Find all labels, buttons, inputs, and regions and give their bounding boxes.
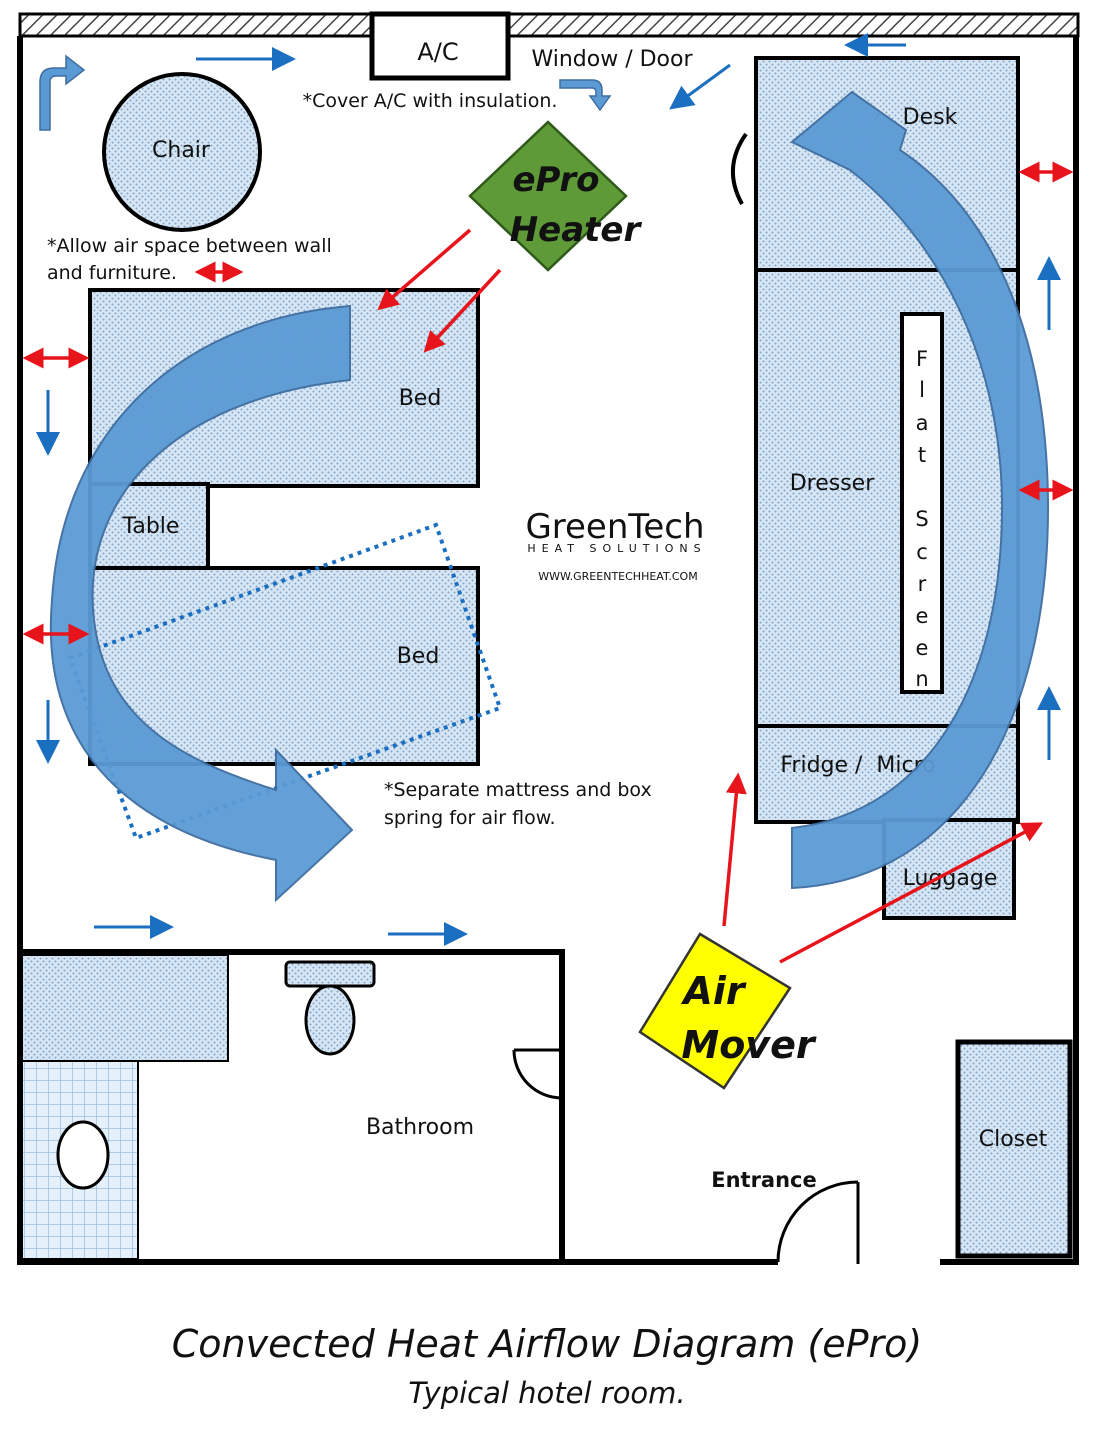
bathroom-label: Bathroom	[366, 1115, 474, 1140]
flat-screen-letter: c	[916, 540, 928, 564]
room-outer-walls	[17, 36, 1079, 1265]
bed-top-label: Bed	[399, 386, 442, 411]
flat-screen-letter: n	[915, 667, 928, 691]
flat-screen-letter: l	[919, 378, 925, 402]
ac-label: A/C	[417, 38, 458, 66]
luggage-label: Luggage	[903, 866, 998, 891]
flat-screen-letter: r	[918, 572, 927, 596]
allow-air-note-line1: *Allow air space between wall	[47, 235, 332, 257]
ac-unit	[369, 11, 511, 81]
heater-label-line2: Heater	[510, 210, 643, 250]
flat-screen-letter: e	[916, 636, 929, 660]
bath-counter	[21, 954, 229, 1062]
separate-mattress-note-line1: *Separate mattress and box	[384, 779, 652, 801]
heater-label-line1: ePro	[512, 160, 599, 200]
flat-screen-letter: e	[916, 604, 929, 628]
bathroom-door-swing	[512, 1048, 563, 1100]
chair-label: Chair	[152, 138, 211, 163]
red-arrow	[423, 268, 502, 353]
window-door-label: Window / Door	[531, 47, 693, 72]
big-airflow-arrow-right	[790, 90, 1050, 890]
flat-screen-letter: S	[915, 507, 928, 531]
window-arc	[730, 132, 748, 205]
closet-label: Closet	[979, 1127, 1048, 1152]
flat-screen-letter: F	[916, 347, 928, 371]
flat-screen-label: F l a t S c r e e n	[915, 347, 928, 691]
flat-screen-letter: a	[916, 411, 929, 435]
sink-basin	[56, 1120, 110, 1190]
bathroom-walls	[20, 949, 565, 1262]
dresser-label: Dresser	[790, 471, 875, 496]
desk-label: Desk	[903, 105, 958, 130]
flat-screen	[900, 312, 944, 694]
air-mover-label-line1: Air	[680, 969, 746, 1013]
bent-blue-arrow-topleft	[39, 54, 86, 131]
greentech-logo: GreenTech HEAT SOLUTIONS WWW.GREENTECHHE…	[525, 507, 706, 583]
bent-blue-arrow-ac	[559, 79, 612, 112]
bed-bottom-label: Bed	[397, 644, 440, 669]
entrance-label: Entrance	[711, 1168, 817, 1192]
floor-plan-diagram: A/C Window / Door *Cover A/C with insula…	[17, 11, 1080, 1265]
logo-url: WWW.GREENTECHHEAT.COM	[538, 570, 697, 583]
entrance-door-swing	[776, 1180, 860, 1264]
cover-ac-note: *Cover A/C with insulation.	[303, 90, 558, 112]
closet	[955, 1039, 1073, 1259]
caption-subtitle: Typical hotel room.	[408, 1376, 686, 1410]
table-label: Table	[122, 514, 180, 539]
toilet-bowl	[304, 984, 356, 1056]
logo-name: GreenTech	[525, 507, 704, 547]
air-mover	[638, 932, 792, 1090]
blue-flow-arrows	[36, 33, 1061, 946]
separate-mattress-note-line2: spring for air flow.	[384, 807, 556, 829]
red-arrow	[377, 228, 472, 311]
toilet-tank	[284, 960, 376, 988]
epro-heater	[468, 120, 628, 272]
blue-arrow	[669, 63, 731, 110]
red-flow-arrows	[22, 161, 1074, 964]
big-airflow-arrow-left	[49, 304, 354, 903]
chair	[102, 72, 262, 232]
red-arrow	[779, 822, 1044, 964]
flat-screen-letter: t	[918, 443, 926, 467]
red-arrow	[722, 772, 747, 927]
caption-title: Convected Heat Airflow Diagram (ePro)	[171, 1322, 923, 1366]
logo-tagline: HEAT SOLUTIONS	[527, 542, 706, 555]
air-mover-label-line2: Mover	[681, 1023, 816, 1067]
exterior-wall-strip	[18, 12, 1080, 38]
allow-air-note-line2: and furniture.	[47, 262, 177, 284]
